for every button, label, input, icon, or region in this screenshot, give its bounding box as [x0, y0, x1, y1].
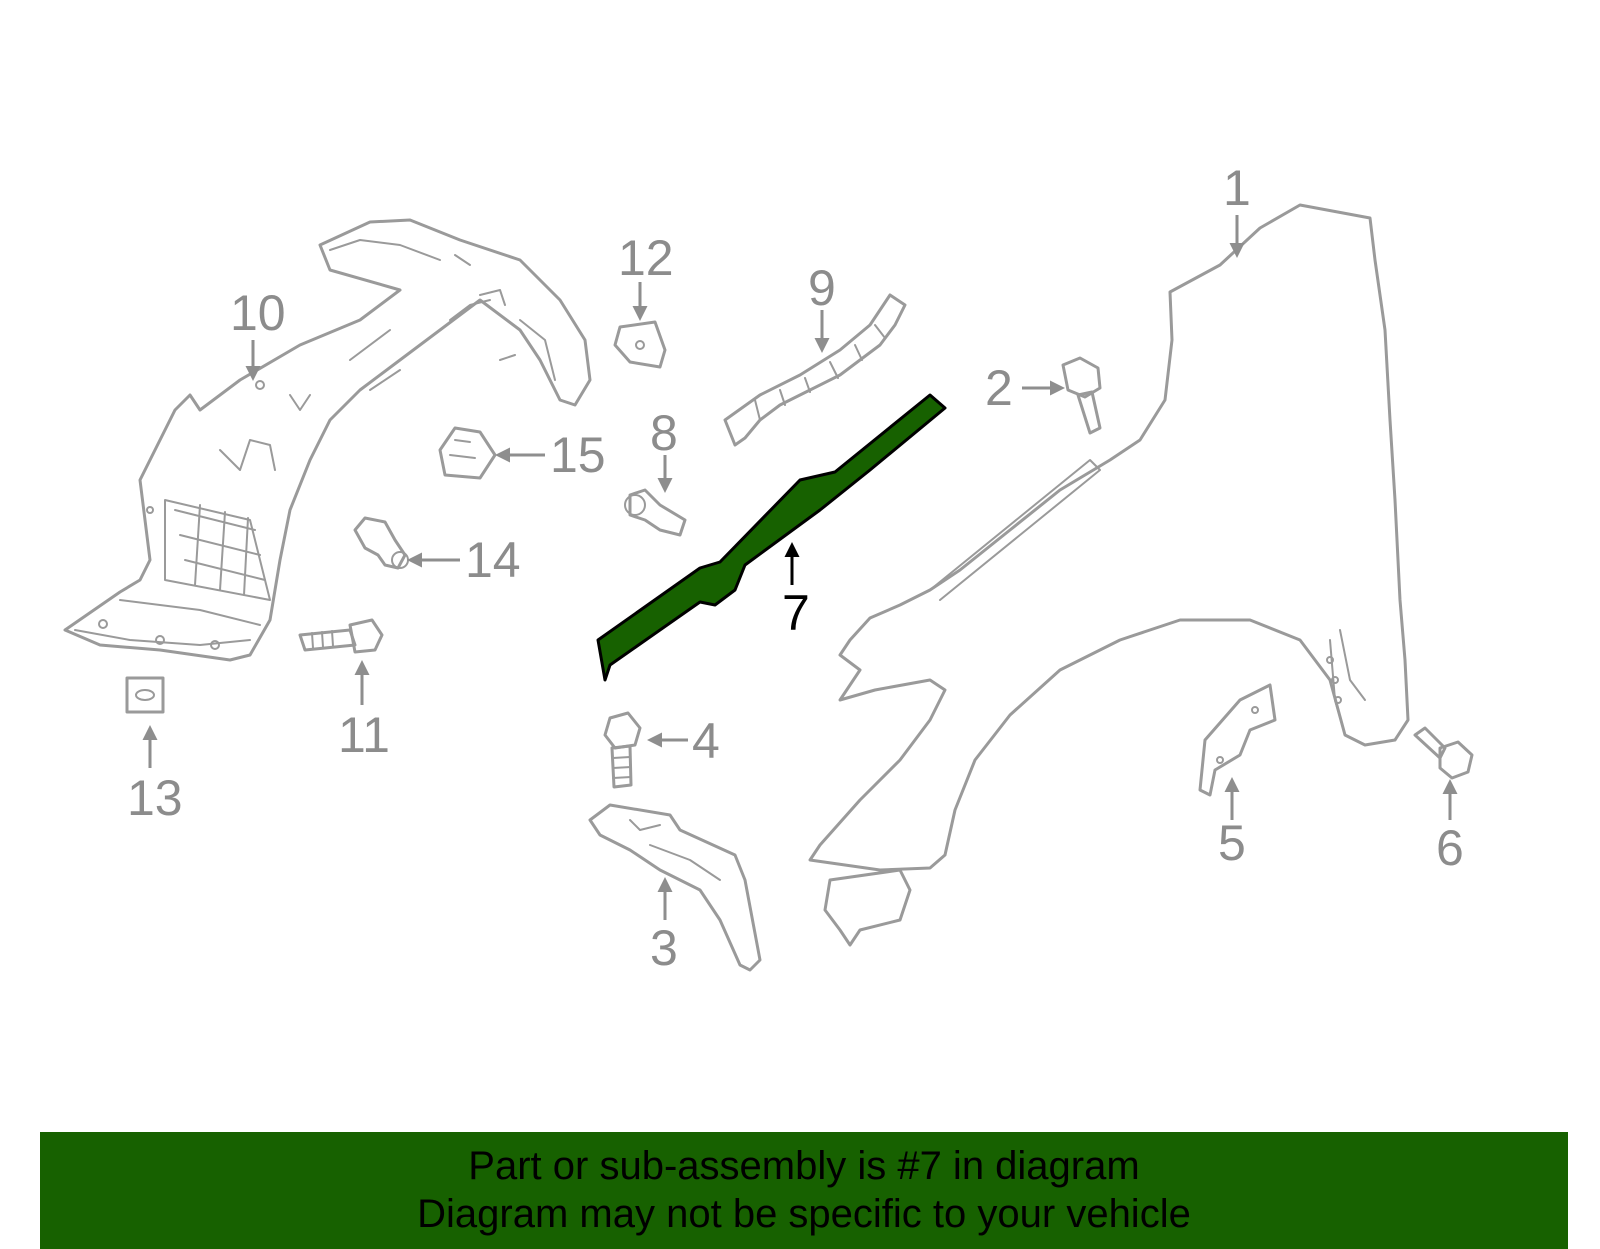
callout-5: 5 [1218, 815, 1246, 871]
seal-part-7-highlighted[interactable] [596, 393, 947, 682]
caption-line-2: Diagram may not be specific to your vehi… [417, 1192, 1191, 1236]
callout-6: 6 [1436, 820, 1464, 876]
bolt-part-6 [1413, 726, 1474, 780]
bracket-part-3 [588, 803, 762, 972]
callout-9: 9 [808, 260, 836, 316]
leader-arrows [142, 215, 1458, 920]
nut-part-13 [125, 676, 165, 714]
bracket-part-5 [1198, 683, 1277, 797]
callout-14: 14 [465, 532, 521, 588]
clip-part-14 [353, 516, 409, 570]
callout-3: 3 [650, 920, 678, 976]
bolt-part-2 [1061, 356, 1102, 435]
seal-part-9 [723, 293, 907, 447]
callout-15: 15 [550, 427, 606, 483]
caption-banner: Part or sub-assembly is #7 in diagram Di… [40, 1132, 1568, 1249]
callout-4: 4 [692, 713, 720, 769]
callout-1: 1 [1223, 160, 1251, 216]
bolt-part-11 [298, 618, 384, 654]
callout-12: 12 [618, 230, 674, 286]
callout-13: 13 [127, 770, 183, 826]
clip-part-15 [438, 426, 497, 480]
callout-10: 10 [230, 285, 286, 341]
clip-part-12 [613, 320, 667, 369]
callout-11: 11 [338, 707, 390, 763]
clip-part-8 [624, 488, 687, 537]
callout-8: 8 [650, 405, 678, 461]
callout-7: 7 [782, 585, 810, 641]
callout-labels: 1 2 3 4 5 6 7 8 9 10 11 12 13 14 15 [127, 160, 1464, 976]
fender-liner-part-10 [63, 218, 592, 662]
bolt-part-4 [603, 711, 642, 789]
callout-2: 2 [985, 360, 1013, 416]
caption-line-1: Part or sub-assembly is #7 in diagram [468, 1144, 1140, 1188]
fender-part-1 [808, 203, 1410, 947]
